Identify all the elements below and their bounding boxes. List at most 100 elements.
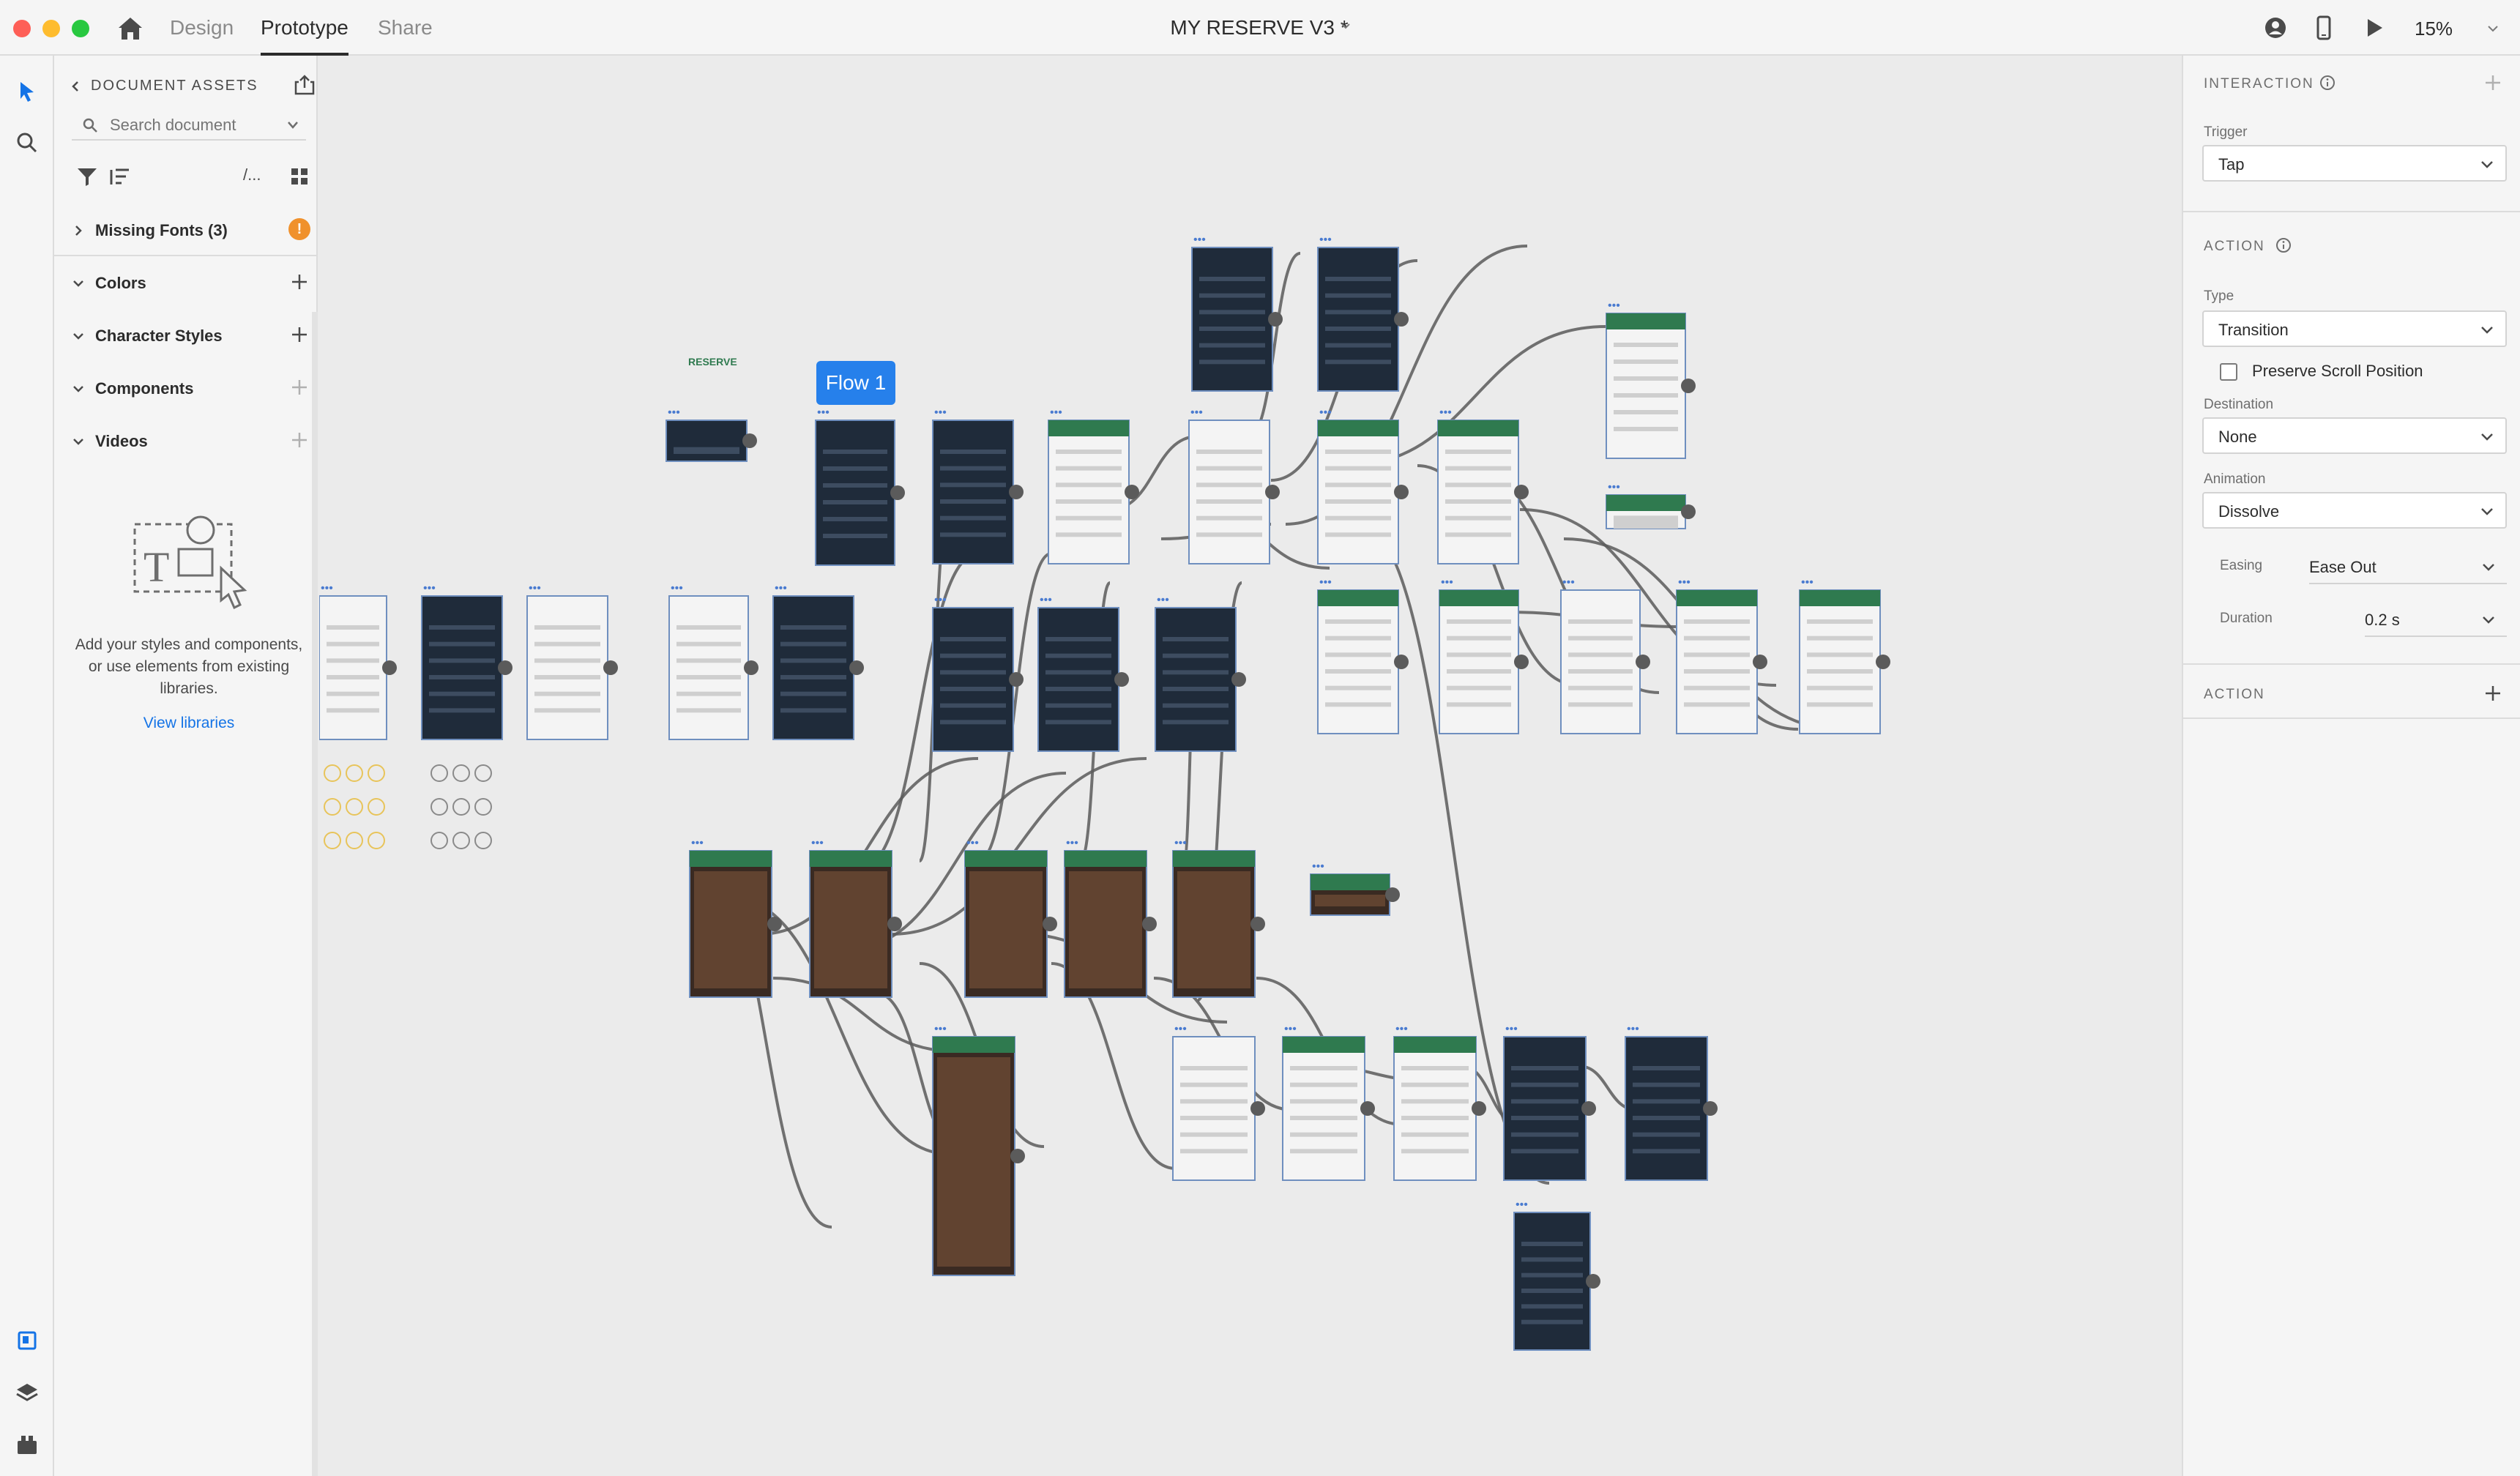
layers-icon[interactable]	[13, 1379, 41, 1407]
artboard-line[interactable]	[1614, 515, 1678, 521]
artboard-dots[interactable]: •••	[423, 582, 436, 594]
user-icon[interactable]	[2261, 13, 2290, 42]
artboard-dots[interactable]: •••	[1516, 1199, 1528, 1211]
artboard-line[interactable]	[1807, 669, 1873, 674]
assets-scrollbar[interactable]	[312, 312, 318, 1476]
artboard-line[interactable]	[1199, 293, 1265, 298]
artboard-22[interactable]	[1676, 589, 1758, 734]
animation-dropdown[interactable]: Dissolve	[2202, 492, 2507, 529]
artboard-line[interactable]	[1447, 636, 1511, 641]
artboard-line[interactable]	[1290, 1132, 1357, 1137]
artboard-dots[interactable]: •••	[1319, 576, 1332, 589]
artboard-13[interactable]	[526, 595, 608, 740]
artboard-19[interactable]	[1317, 589, 1399, 734]
artboard-line[interactable]	[1163, 703, 1229, 708]
artboard-line[interactable]	[1633, 1099, 1700, 1104]
artboard-line[interactable]	[1614, 376, 1678, 381]
artboard-photo[interactable]	[1069, 871, 1142, 988]
artboard-line[interactable]	[940, 515, 1006, 521]
artboard-line[interactable]	[429, 658, 495, 663]
artboard-line[interactable]	[1199, 327, 1265, 331]
artboard-dots[interactable]: •••	[934, 406, 947, 419]
view-libraries-link[interactable]: View libraries	[143, 715, 235, 731]
artboard-line[interactable]	[1614, 343, 1678, 347]
search-input[interactable]	[110, 114, 271, 136]
artboard-line[interactable]	[1401, 1116, 1469, 1120]
artboard-line[interactable]	[1445, 450, 1511, 454]
artboard-header[interactable]	[1318, 590, 1398, 606]
artboard-line[interactable]	[1401, 1099, 1469, 1104]
artboard-line[interactable]	[1290, 1149, 1357, 1154]
artboard-line[interactable]	[823, 534, 887, 538]
add-component-icon[interactable]	[290, 378, 309, 397]
artboard-line[interactable]	[534, 641, 600, 646]
artboard-header[interactable]	[1606, 495, 1685, 511]
artboard-line[interactable]	[1447, 685, 1511, 690]
artboard-line[interactable]	[1196, 466, 1262, 471]
easing-dropdown[interactable]: Ease Out	[2309, 549, 2507, 584]
artboard-line[interactable]	[1325, 636, 1391, 641]
artboard-line[interactable]	[1401, 1149, 1469, 1154]
artboard-line[interactable]	[1196, 499, 1262, 504]
artboard-line[interactable]	[1163, 653, 1229, 658]
artboard-line[interactable]	[1401, 1082, 1469, 1087]
artboard-line[interactable]	[1045, 637, 1111, 641]
tab-prototype[interactable]: Prototype	[261, 16, 348, 56]
artboard-line[interactable]	[1447, 702, 1511, 707]
artboard-15[interactable]	[772, 595, 854, 740]
artboard-line[interactable]	[1684, 685, 1750, 690]
artboard-line[interactable]	[1568, 702, 1633, 707]
artboard-line[interactable]	[1180, 1066, 1248, 1070]
artboard-2[interactable]	[1606, 313, 1686, 459]
artboard-line[interactable]	[1325, 327, 1391, 331]
select-arrow-icon[interactable]	[13, 78, 41, 105]
artboard-dots[interactable]: •••	[529, 582, 541, 594]
artboard-line[interactable]	[1325, 482, 1391, 488]
section-videos[interactable]: Videos	[72, 428, 307, 457]
artboard-line[interactable]	[1196, 515, 1262, 521]
artboard-line[interactable]	[1447, 652, 1511, 657]
artboard-line[interactable]	[1445, 466, 1511, 471]
artboard-line[interactable]	[1180, 1099, 1248, 1104]
artboard-line[interactable]	[1199, 310, 1265, 315]
artboard-line[interactable]	[1511, 1066, 1578, 1070]
artboard-line[interactable]	[1180, 1082, 1248, 1087]
artboard-dots[interactable]: •••	[775, 582, 787, 594]
artboard-line[interactable]	[780, 658, 846, 663]
artboard-line[interactable]	[674, 447, 739, 452]
artboard-line[interactable]	[1325, 685, 1391, 690]
artboard-line[interactable]	[1163, 637, 1229, 641]
artboard-line[interactable]	[1290, 1099, 1357, 1104]
artboard-line[interactable]	[676, 625, 741, 630]
tab-share[interactable]: Share	[378, 16, 433, 39]
artboard-line[interactable]	[1445, 515, 1511, 521]
artboard-line[interactable]	[940, 720, 1006, 725]
artboard-line[interactable]	[1807, 702, 1873, 707]
artboard-line[interactable]	[1684, 636, 1750, 641]
artboard-line[interactable]	[1568, 619, 1633, 624]
artboard-dots[interactable]: •••	[811, 837, 824, 849]
section-character-styles[interactable]: Character Styles	[72, 322, 307, 351]
artboard-21[interactable]	[1560, 589, 1641, 734]
artboard-10[interactable]	[1437, 420, 1519, 564]
artboard-dots[interactable]: •••	[1312, 860, 1324, 873]
artboard-dots[interactable]: •••	[321, 582, 333, 594]
artboard-dots[interactable]: •••	[1319, 406, 1332, 419]
artboard-line[interactable]	[429, 675, 495, 679]
artboard-dots[interactable]: •••	[1050, 406, 1062, 419]
artboard-photo[interactable]	[937, 1057, 1010, 1267]
artboard-line[interactable]	[1196, 532, 1262, 537]
artboard-line[interactable]	[1807, 636, 1873, 641]
artboard-line[interactable]	[1045, 670, 1111, 675]
plugins-icon[interactable]	[13, 1431, 41, 1458]
artboard-17[interactable]	[1037, 607, 1119, 752]
chevron-down-icon[interactable]	[2486, 22, 2500, 35]
chevron-down-icon[interactable]	[287, 120, 299, 130]
play-icon[interactable]	[2359, 13, 2388, 42]
artboard-35[interactable]	[1625, 1036, 1708, 1181]
artboard-line[interactable]	[1614, 427, 1678, 431]
artboard-line[interactable]	[1684, 652, 1750, 657]
artboard-line[interactable]	[1325, 466, 1391, 471]
artboard-line[interactable]	[1056, 466, 1122, 471]
artboard-8[interactable]	[1188, 420, 1270, 564]
